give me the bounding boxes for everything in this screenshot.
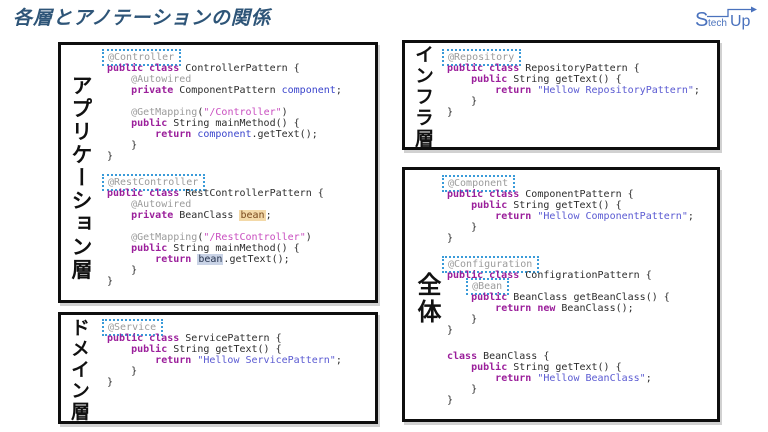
stechup-logo-graphic: S tech Up: [695, 6, 757, 31]
page-title: 各層とアノテーションの関係: [13, 8, 271, 29]
logo-s: S: [695, 9, 708, 31]
logo-up: Up: [730, 13, 751, 30]
layer-label-infra: インフラ層: [412, 44, 434, 150]
layer-label-overall: 全体: [413, 272, 441, 327]
logo-tech: tech: [708, 18, 727, 29]
logo-arrow-icon: [707, 8, 752, 18]
layer-label-application: アプリケーション層: [69, 74, 93, 282]
stechup-logo: S tech Up: [694, 5, 760, 32]
layer-label-domain: ドメイン層: [68, 317, 90, 423]
code-block: class BeanClass { public String getText(…: [447, 351, 652, 406]
logo-arrowhead-icon: [751, 6, 757, 13]
